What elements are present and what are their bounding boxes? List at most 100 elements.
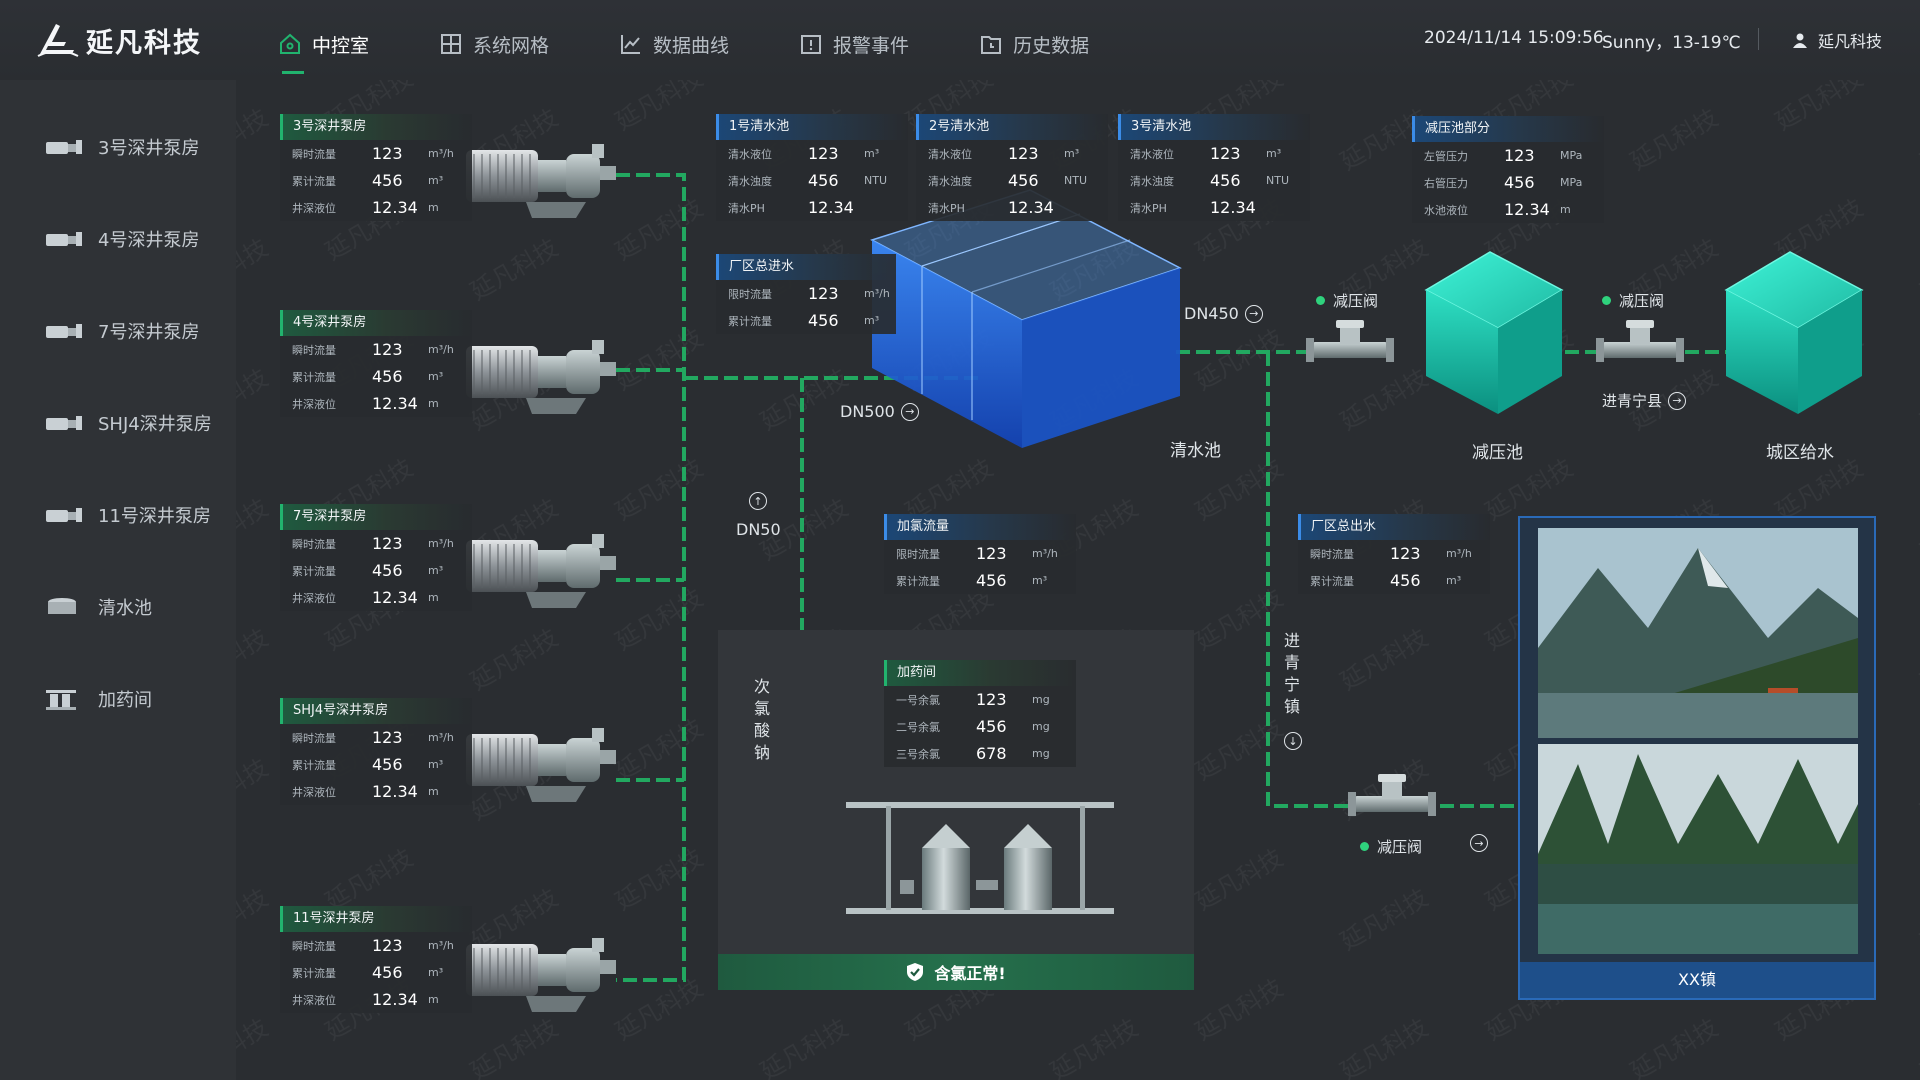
valve-3 — [1348, 774, 1436, 816]
watermark-text: 延凡科技 — [1335, 753, 1433, 826]
pump-icon — [46, 324, 82, 338]
row-value: 456 — [372, 755, 403, 774]
row-label: 二号余氯 — [896, 720, 940, 734]
sidebar-item-4[interactable]: 11号深井泵房 — [44, 502, 211, 528]
row-unit: m³/h — [428, 147, 454, 160]
panel-title: SHJ4号深井泵房 — [280, 698, 472, 724]
watermark-text: 延凡科技 — [1915, 1013, 1920, 1080]
sidebar-item-5[interactable]: 清水池 — [44, 594, 152, 620]
sidebar-item-label: 4号深井泵房 — [98, 230, 200, 251]
watermark-text: 延凡科技 — [465, 233, 563, 306]
row-value: 123 — [1008, 144, 1039, 163]
brand-name: 延凡科技 — [86, 27, 202, 59]
row-value: 456 — [1210, 171, 1241, 190]
to-county-label: 进青宁县 → — [1602, 390, 1687, 411]
watermark-text: 延凡科技 — [1915, 753, 1920, 826]
row-unit: m³ — [428, 174, 444, 187]
watermark-text: 延凡科技 — [465, 883, 563, 956]
row-value: 123 — [1390, 544, 1421, 563]
flow-arrow-icon: → — [1470, 834, 1488, 852]
watermark-text: 延凡科技 — [1190, 713, 1288, 786]
watermark-text: 延凡科技 — [1915, 103, 1920, 176]
sidebar-item-6[interactable]: 加药间 — [44, 686, 152, 712]
row-value: 123 — [372, 534, 403, 553]
flow-arrow-icon: → — [1244, 304, 1263, 323]
row-value: 456 — [808, 311, 839, 330]
sidebar — [0, 80, 236, 1080]
clear-pool-label: 清水池 — [1170, 441, 1221, 461]
flow-arrow-icon: → — [1668, 391, 1687, 410]
nav-control-room[interactable]: 中控室 — [278, 26, 369, 74]
sidebar-item-1[interactable]: 4号深井泵房 — [44, 226, 199, 252]
row-label: 清水液位 — [1130, 147, 1174, 161]
row-unit: m — [428, 993, 439, 1006]
panel-title: 厂区总出水 — [1298, 514, 1490, 540]
row-unit: m — [428, 785, 439, 798]
row-value: 12.34 — [1210, 198, 1256, 217]
pump-0 — [466, 144, 616, 218]
panel-title: 1号清水池 — [716, 114, 908, 140]
watermark-text: 延凡科技 — [1190, 323, 1288, 396]
sidebar-item-3[interactable]: SHJ4深井泵房 — [44, 410, 212, 436]
watermark-text: 延凡科技 — [755, 363, 853, 436]
row-value: 123 — [372, 144, 403, 163]
user-icon — [1793, 33, 1807, 48]
status-dot — [1602, 296, 1611, 305]
watermark-text: 延凡科技 — [610, 583, 708, 656]
nav-history-data[interactable]: 历史数据 — [979, 26, 1089, 62]
nav-system-grid[interactable]: 系统网格 — [439, 26, 549, 62]
valve-tag-text: 减压阀 — [1377, 838, 1423, 856]
city-supply-label: 城区给水 — [1766, 443, 1834, 463]
sidebar-item-0[interactable]: 3号深井泵房 — [44, 134, 199, 160]
row-value: 456 — [372, 171, 403, 190]
row-value: 12.34 — [372, 198, 418, 217]
panel-title: 11号深井泵房 — [280, 906, 472, 932]
main-nav: 中控室 系统网格 数据曲线 报警事件 历史数据 — [278, 26, 1159, 74]
row-unit: m³ — [428, 370, 444, 383]
row-unit: mg — [1032, 693, 1050, 706]
row-unit: m³ — [1032, 574, 1048, 587]
history-icon — [981, 36, 1002, 54]
watermark-text: 延凡科技 — [465, 1013, 563, 1080]
mountain-lake-image — [1538, 528, 1858, 738]
nav-alarm-events[interactable]: 报警事件 — [799, 26, 909, 62]
sidebar-item-2[interactable]: 7号深井泵房 — [44, 318, 199, 344]
row-unit: m³ — [864, 314, 880, 327]
row-value: 12.34 — [372, 588, 418, 607]
panel-title: 3号清水池 — [1118, 114, 1310, 140]
sidebar-item-label: 清水池 — [98, 598, 152, 619]
row-value: 123 — [808, 144, 839, 163]
weather: Sunny，13-19℃ — [1602, 33, 1741, 53]
nav-data-curve[interactable]: 数据曲线 — [619, 26, 729, 62]
watermark-text: 延凡科技 — [1770, 323, 1868, 396]
row-unit: m³ — [428, 758, 444, 771]
user-menu[interactable]: 延凡科技 — [1792, 28, 1882, 52]
row-unit: m³/h — [428, 343, 454, 356]
to-county-text: 进青宁县 — [1602, 392, 1663, 410]
watermark-text: 延凡科技 — [1625, 103, 1723, 176]
user-name: 延凡科技 — [1818, 32, 1883, 51]
row-unit: m³/h — [1032, 547, 1058, 560]
row-value: 12.34 — [1504, 200, 1550, 219]
watermark-text: 延凡科技 — [1770, 193, 1868, 266]
row-unit: m — [1560, 203, 1571, 216]
watermark-text: 延凡科技 — [1335, 363, 1433, 436]
panel-title: 7号深井泵房 — [280, 504, 472, 530]
